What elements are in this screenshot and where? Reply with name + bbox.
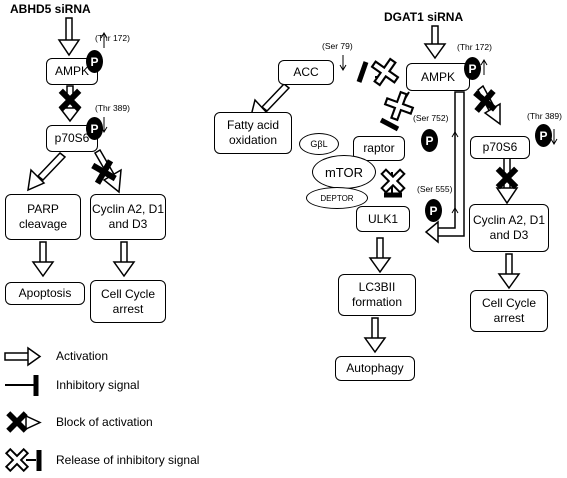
cell-cycle-arrest-node-left: Cell Cycle arrest <box>90 280 166 323</box>
legend-block-label: Block of activation <box>56 415 153 429</box>
fatty-acid-oxidation-node: Fatty acid oxidation <box>214 112 292 154</box>
lc3bii-formation-node: LC3BII formation <box>338 274 416 316</box>
abhd5-sirna-title: ABHD5 siRNA <box>10 2 91 16</box>
autophagy-node: Autophagy <box>335 356 415 381</box>
acc-site: (Ser 79) <box>322 41 353 51</box>
legend-activation-icon <box>4 346 42 367</box>
release-icon <box>380 87 418 125</box>
down-arrow-icon <box>550 129 558 145</box>
ulk1-site: (Ser 555) <box>417 184 453 194</box>
phospho-badge: P <box>86 117 103 140</box>
cell-cycle-arrest-node-right: Cell Cycle arrest <box>470 290 548 332</box>
raptor-site: (Ser 752) <box>413 113 449 123</box>
activation-arrow-ulk1-to-lc3bii <box>368 237 392 274</box>
ulk1-node: ULK1 <box>356 206 410 232</box>
legend-inhibitory-icon <box>5 375 39 396</box>
activation-arrow-lc3bii-to-autophagy <box>363 317 387 354</box>
p70s6-node-right: p70S6 <box>470 136 530 159</box>
dgat1-sirna-title: DGAT1 siRNA <box>384 10 464 24</box>
phospho-badge: P <box>535 124 552 147</box>
acc-node: ACC <box>278 60 334 85</box>
cyclin-node-left: Cyclin A2, D1 and D3 <box>90 194 166 240</box>
p70s6-site-left: (Thr 389) <box>95 103 130 113</box>
legend-release-label: Release of inhibitory signal <box>56 453 200 467</box>
up-arrow-icon <box>480 59 488 75</box>
activation-arrow-title-to-ampk-right <box>423 25 447 60</box>
activation-arrow-cyclin-to-arrest-right <box>497 253 521 290</box>
gbl-node: GβL <box>299 133 339 155</box>
ampk-site-left: (Thr 172) <box>95 33 130 43</box>
phospho-badge: P <box>421 129 438 152</box>
activation-arrow-parp-to-apoptosis <box>31 241 55 278</box>
phospho-badge: P <box>464 57 481 80</box>
up-arrow-icon <box>100 32 108 48</box>
p70s6-site-right: (Thr 389) <box>527 111 562 121</box>
release-icon <box>364 51 406 93</box>
parp-cleavage-node: PARP cleavage <box>5 194 81 240</box>
activation-arrow-p70s6-to-parp <box>27 151 67 192</box>
legend-inhibitory-label: Inhibitory signal <box>56 378 140 392</box>
mtor-node: mTOR <box>312 155 376 189</box>
activation-arrow-cyclin-to-arrest-left <box>112 241 136 278</box>
down-arrow-icon <box>339 55 347 71</box>
legend-activation-label: Activation <box>56 349 109 363</box>
phospho-badge: P <box>86 50 103 73</box>
deptor-node: DEPTOR <box>306 187 368 209</box>
activation-arrow-ampk-to-ulk1 <box>424 91 465 244</box>
legend-block-icon <box>0 404 42 440</box>
apoptosis-node: Apoptosis <box>5 282 85 305</box>
legend-release-icon <box>0 441 42 478</box>
phospho-trend-arrows <box>100 32 558 223</box>
phospho-badge: P <box>425 199 442 222</box>
up-arrow-icon <box>451 207 459 223</box>
ampk-node-right: AMPK <box>406 63 470 91</box>
cyclin-node-right: Cyclin A2, D1 and D3 <box>469 204 549 252</box>
ampk-site-right: (Thr 172) <box>457 42 492 52</box>
up-arrow-icon <box>451 131 459 147</box>
activation-arrow-title-to-ampk-left <box>57 17 81 57</box>
